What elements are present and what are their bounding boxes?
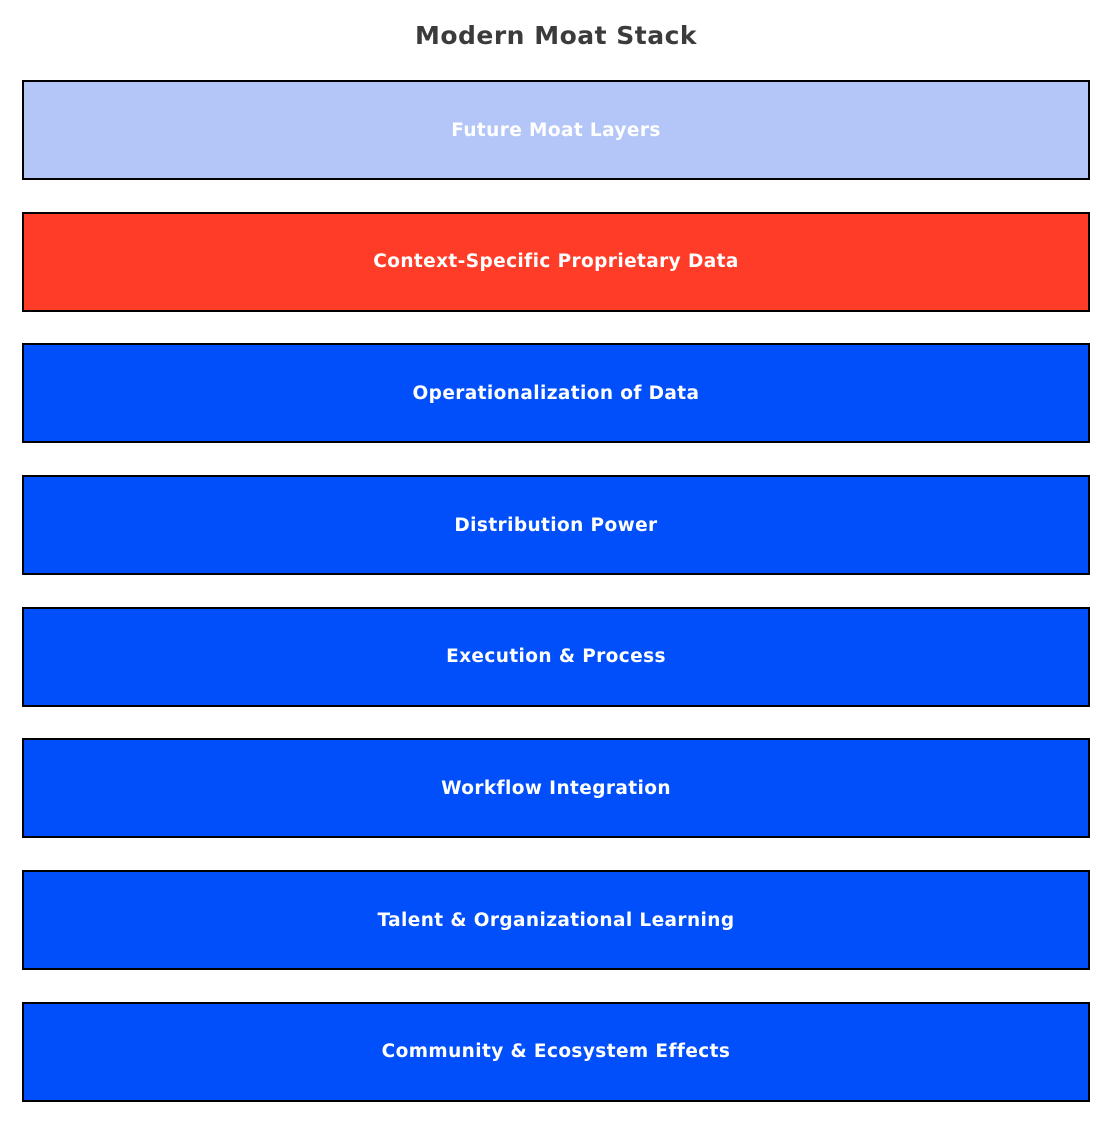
moat-layer-1: Context-Specific Proprietary Data	[22, 211, 1090, 312]
moat-layer-label: Distribution Power	[454, 514, 658, 536]
moat-layer-2: Operationalization of Data	[22, 343, 1090, 444]
moat-layer-label: Execution & Process	[446, 646, 666, 668]
moat-layer-label: Workflow Integration	[441, 777, 671, 799]
page-title: Modern Moat Stack	[414, 21, 698, 50]
moat-layer-label: Operationalization of Data	[412, 382, 700, 404]
moat-layer-0: Future Moat Layers	[22, 80, 1090, 180]
moat-layer-7: Community & Ecosystem Effects	[22, 1001, 1090, 1102]
moat-layer-label: Community & Ecosystem Effects	[381, 1041, 731, 1063]
moat-layer-4: Execution & Process	[22, 606, 1090, 707]
moat-layer-label: Future Moat Layers	[451, 119, 661, 141]
moat-layer-6: Talent & Organizational Learning	[22, 870, 1090, 971]
moat-layer-5: Workflow Integration	[22, 738, 1090, 839]
moat-layer-label: Talent & Organizational Learning	[377, 909, 735, 931]
moat-layer-label: Context-Specific Proprietary Data	[373, 251, 739, 273]
moat-stack: Future Moat Layers Context-Specific Prop…	[0, 80, 1112, 1102]
moat-layer-3: Distribution Power	[22, 475, 1090, 576]
